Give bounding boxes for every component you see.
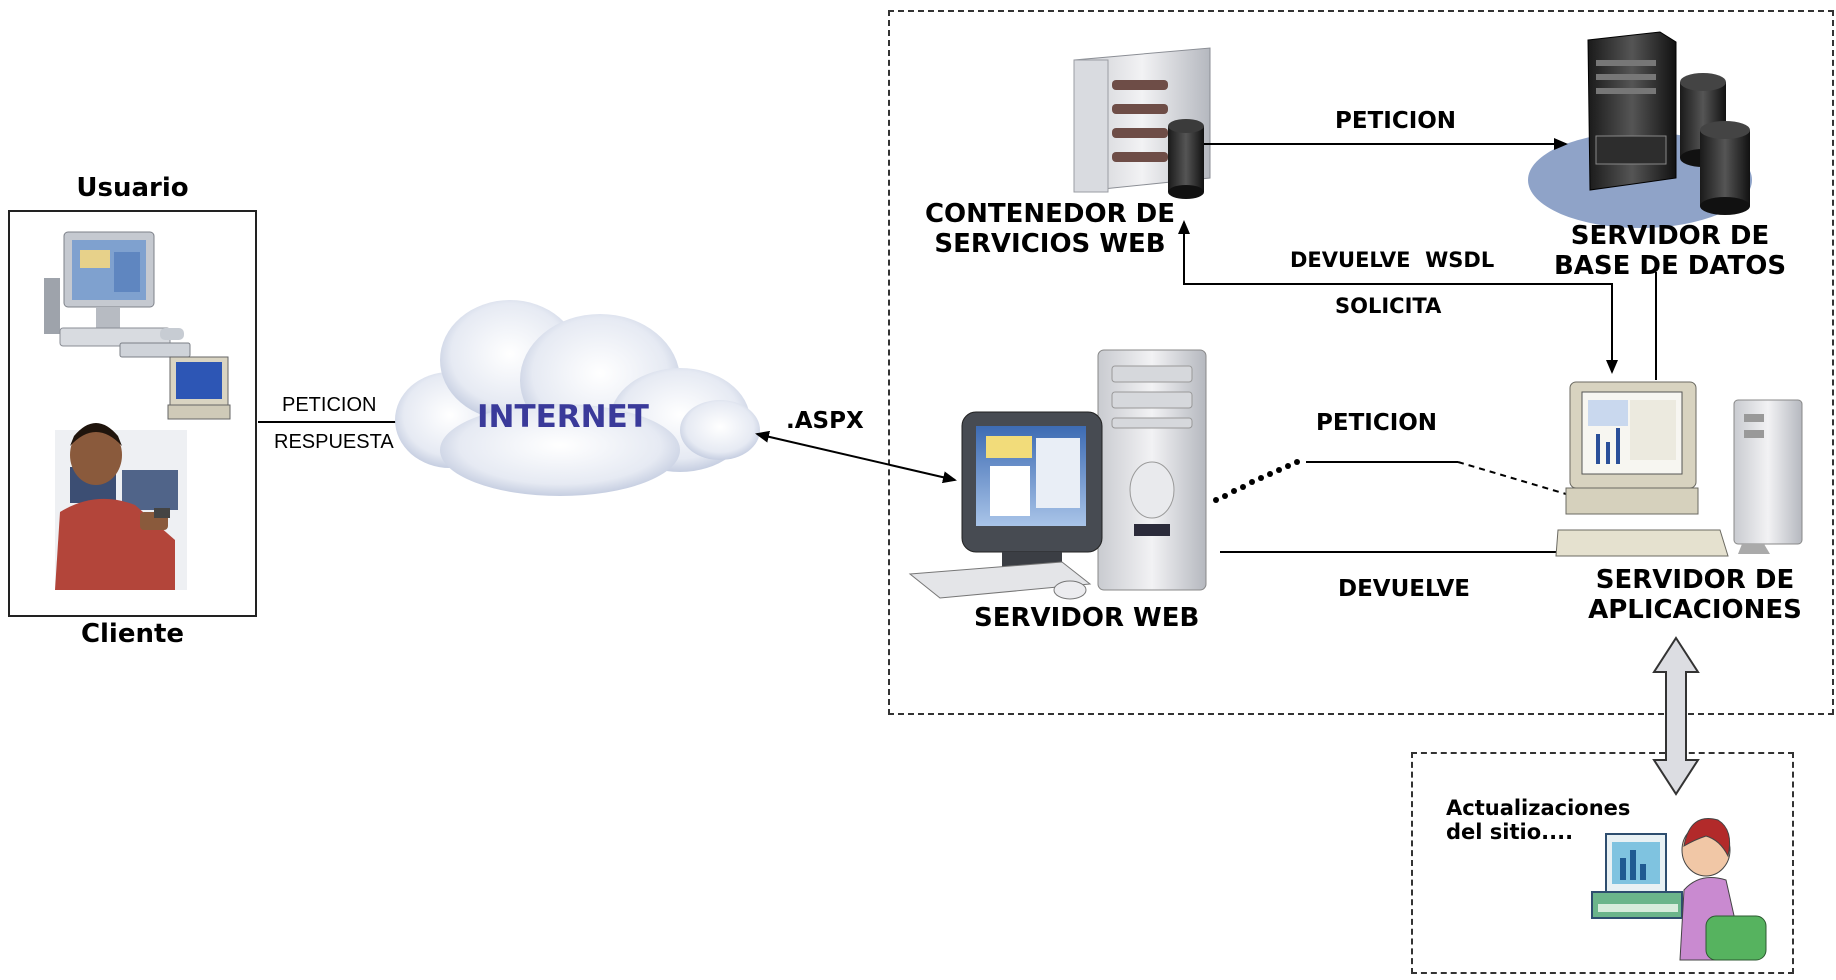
updates-label: Actualizaciones del sitio....: [1446, 796, 1630, 844]
application-server-computer-icon: [1555, 381, 1803, 557]
client-caption: Cliente: [80, 619, 185, 649]
internet-cloud-icon: [395, 300, 760, 496]
app-returns-label: DEVUELVE: [1338, 576, 1470, 602]
updates-line2: del sitio....: [1446, 820, 1574, 845]
web-services-container-label: CONTENEDOR DE SERVICIOS WEB: [920, 199, 1180, 260]
small-pc-icon: [167, 356, 231, 420]
application-server-label: SERVIDOR DE APLICACIONES: [1560, 565, 1830, 626]
aspx-double-arrow: [755, 430, 957, 484]
client-box: [8, 210, 257, 617]
db-request-label: PETICION: [1335, 108, 1457, 134]
web-services-container-line2: SERVICIOS WEB: [934, 228, 1166, 259]
server-rack-icon: [1073, 47, 1211, 199]
server-zone-box: [888, 10, 1834, 715]
person-at-computer-icon: [1591, 818, 1767, 961]
web-server-label: SERVIDOR WEB: [974, 603, 1200, 633]
returns-wsdl-label: DEVUELVE WSDL: [1290, 248, 1495, 272]
updates-line1: Actualizaciones: [1446, 796, 1631, 820]
app-request-label: PETICION: [1316, 410, 1438, 436]
database-server-line1: SERVIDOR DE: [1570, 221, 1770, 251]
database-server-line2: BASE DE DATOS: [1553, 250, 1787, 281]
dotted-connector: [1213, 459, 1300, 503]
app-request-dashed: [1457, 461, 1567, 495]
database-server-label: SERVIDOR DE BASE DE DATOS: [1540, 221, 1800, 282]
client-request-label: PETICION: [282, 394, 377, 416]
web-services-container-line1: CONTENEDOR DE: [924, 199, 1176, 229]
internet-label: INTERNET: [477, 399, 649, 435]
database-server-icon: [1528, 31, 1752, 228]
application-server-line2: APLICACIONES: [1588, 594, 1802, 625]
user-photo-icon: [55, 423, 187, 590]
web-server-computer-icon: [908, 349, 1207, 600]
desktop-computer-icon: [44, 231, 191, 358]
client-response-label: RESPUESTA: [274, 431, 394, 453]
requests-label: SOLICITA: [1335, 294, 1442, 318]
aspx-label: .ASPX: [786, 408, 864, 434]
updates-double-arrow: [1652, 636, 1700, 796]
application-server-line1: SERVIDOR DE: [1595, 565, 1795, 595]
updates-box: [1411, 752, 1794, 974]
client-title: Usuario: [76, 173, 189, 203]
